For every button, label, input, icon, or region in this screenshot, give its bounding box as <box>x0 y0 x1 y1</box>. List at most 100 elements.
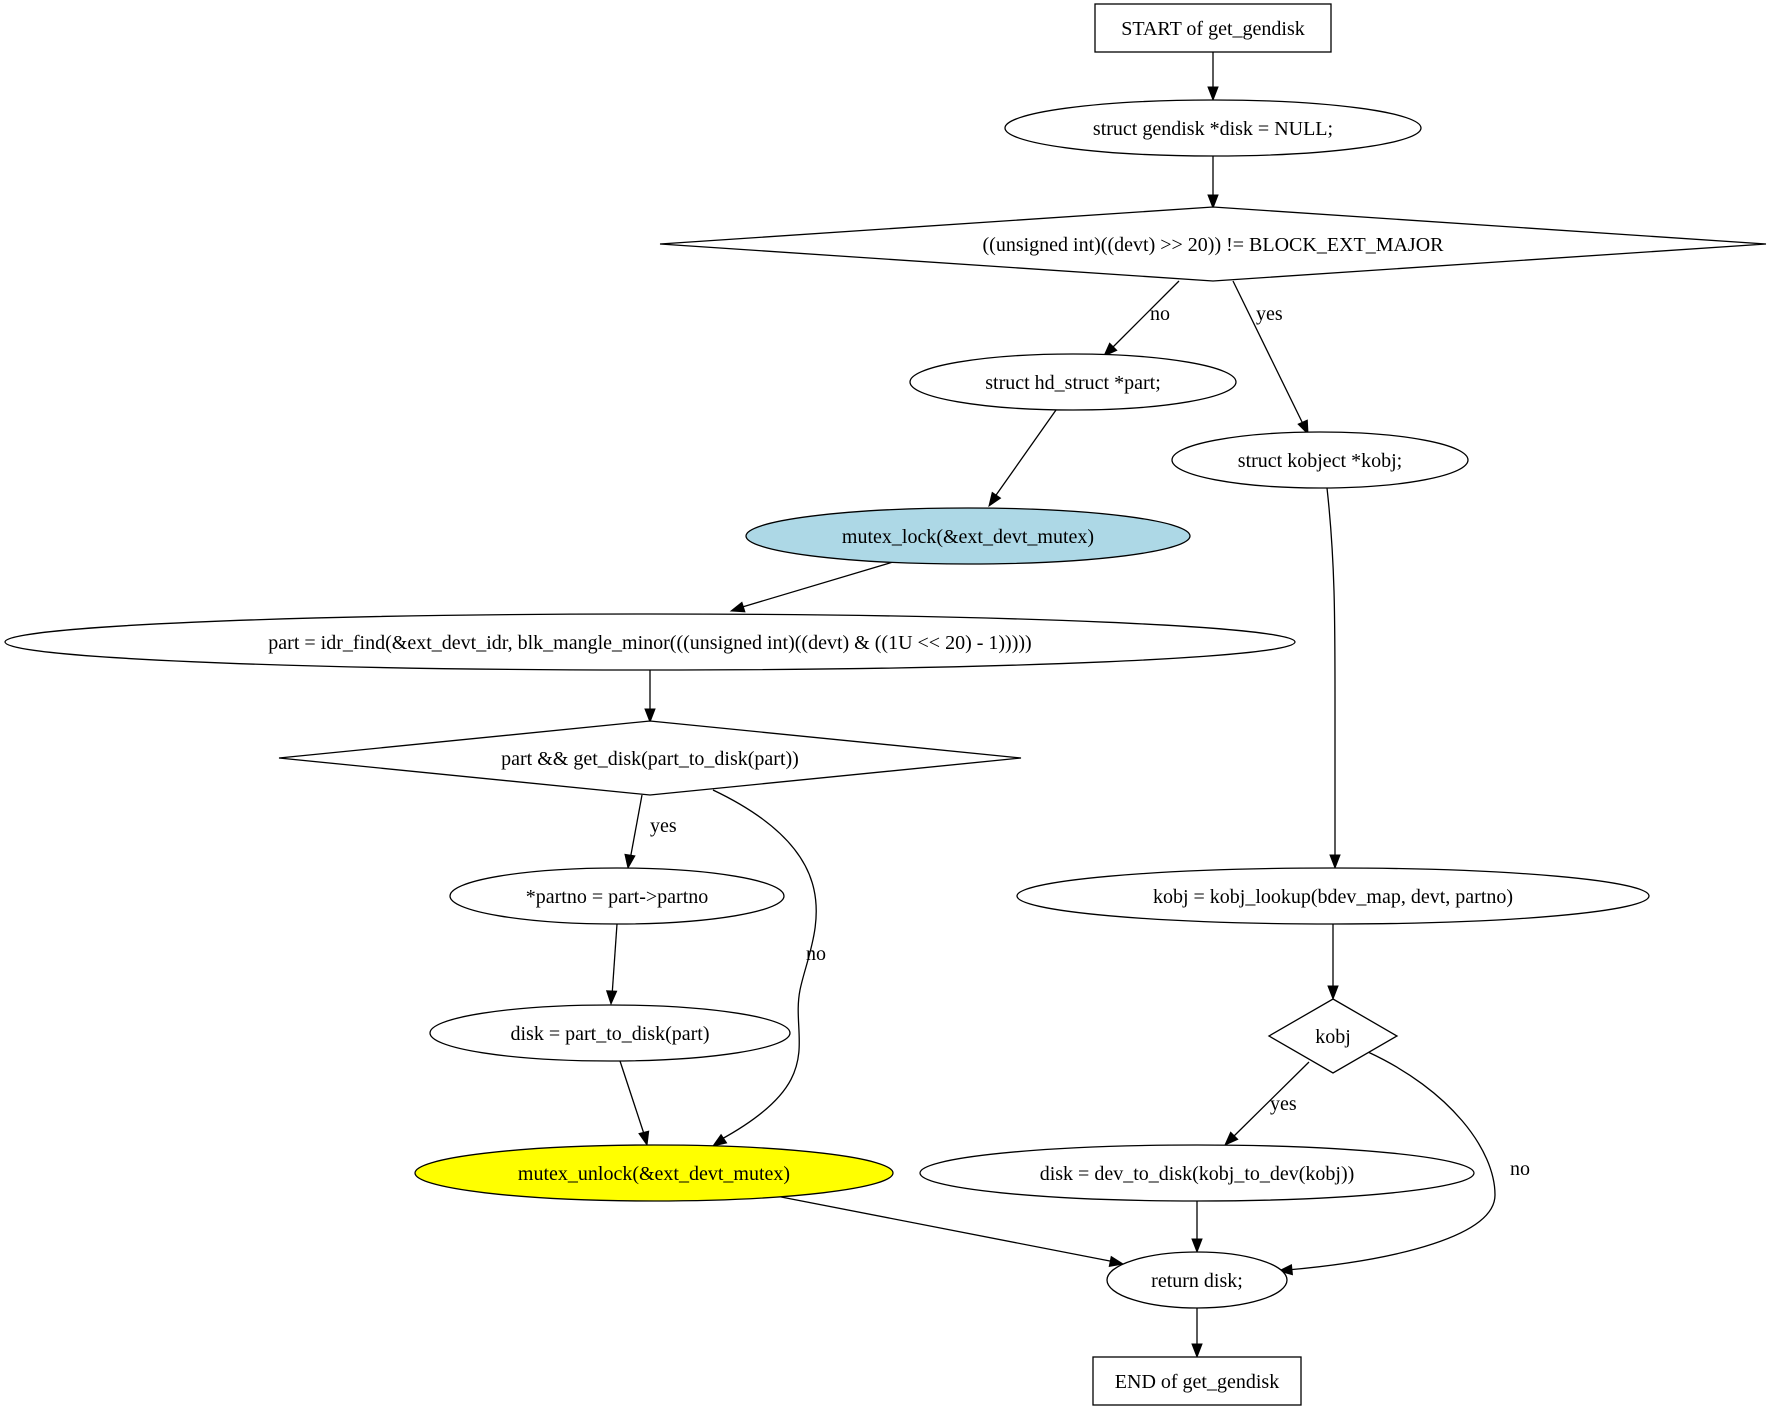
edge-label-yes: yes <box>1256 303 1283 325</box>
edge-cond_part-to-mutex_unlock: no <box>711 789 826 1147</box>
edge-cond_major-to-decl_part: no <box>1103 280 1180 357</box>
ellipse-shape <box>1016 867 1650 925</box>
node-disk-init: struct gendisk *disk = NULL; <box>1004 99 1422 157</box>
node-label: kobj <box>1315 1026 1351 1048</box>
diamond-shape <box>1267 998 1399 1074</box>
arrowhead <box>1297 419 1309 436</box>
node-cond-kobj: kobj <box>1267 998 1399 1074</box>
ellipse-shape <box>919 1144 1475 1202</box>
node-label: mutex_lock(&ext_devt_mutex) <box>842 526 1094 548</box>
edge-return_disk-to-end <box>1191 1308 1203 1359</box>
arrowhead <box>1207 194 1219 210</box>
ellipse-shape <box>414 1144 894 1202</box>
edge-line <box>1232 280 1305 427</box>
arrowhead <box>1327 985 1339 1001</box>
node-label: struct hd_struct *part; <box>985 372 1161 394</box>
node-end: END of get_gendisk <box>1092 1356 1302 1406</box>
ellipse-shape <box>1106 1251 1288 1309</box>
node-start: START of get_gendisk <box>1094 3 1332 53</box>
ellipse-shape <box>449 867 785 925</box>
edge-line <box>738 561 894 609</box>
edge-label-no: no <box>1510 1158 1530 1180</box>
edge-line <box>1286 1051 1496 1271</box>
node-kobj-lookup: kobj = kobj_lookup(bdev_map, devt, partn… <box>1016 867 1650 925</box>
arrowhead <box>711 1133 728 1147</box>
node-decl-kobj: struct kobject *kobj; <box>1171 431 1469 489</box>
ellipse-shape <box>745 507 1191 565</box>
arrowhead <box>1207 86 1219 102</box>
arrowhead <box>988 491 1002 508</box>
node-disk-dev: disk = dev_to_disk(kobj_to_dev(kobj)) <box>919 1144 1475 1202</box>
edge-cond_kobj-to-disk_dev: yes <box>1224 1061 1310 1146</box>
node-label: kobj = kobj_lookup(bdev_map, devt, partn… <box>1153 886 1513 908</box>
node-decl-part: struct hd_struct *part; <box>909 353 1237 411</box>
arrowhead <box>1108 1255 1125 1267</box>
node-label: part = idr_find(&ext_devt_idr, blk_mangl… <box>268 632 1031 654</box>
edge-cond_part-to-partno: yes <box>624 794 677 870</box>
edge-label-no: no <box>806 943 826 965</box>
edge-line <box>1326 487 1336 860</box>
edge-label-yes: yes <box>1270 1093 1297 1115</box>
diamond-shape <box>659 206 1767 282</box>
ellipse-shape <box>909 353 1237 411</box>
arrowhead <box>1329 854 1341 870</box>
node-label: disk = part_to_disk(part) <box>510 1023 709 1045</box>
edge-idr_find-to-cond_part <box>644 670 656 724</box>
node-label: START of get_gendisk <box>1121 18 1305 40</box>
edge-disk_part-to-mutex_unlock <box>619 1060 650 1147</box>
node-mutex-lock: mutex_lock(&ext_devt_mutex) <box>745 507 1191 565</box>
node-cond-major: ((unsigned int)((devt) >> 20)) != BLOCK_… <box>659 206 1767 282</box>
edge-decl_kobj-to-kobj_lookup <box>1326 487 1341 870</box>
edge-cond_major-to-decl_kobj: yes <box>1232 280 1309 436</box>
node-label: struct kobject *kobj; <box>1238 450 1402 472</box>
arrowhead <box>1224 1131 1239 1146</box>
edge-cond_kobj-to-return_disk: no <box>1277 1051 1530 1276</box>
node-disk-part: disk = part_to_disk(part) <box>429 1004 791 1062</box>
edge-kobj_lookup-to-cond_kobj <box>1327 924 1339 1001</box>
arrowhead <box>624 853 636 870</box>
ellipse-shape <box>429 1004 791 1062</box>
edge-disk_dev-to-return_disk <box>1191 1201 1203 1254</box>
node-label: *partno = part->partno <box>526 886 709 908</box>
edge-label-yes: yes <box>650 815 677 837</box>
arrowhead <box>605 990 618 1006</box>
arrowhead <box>1191 1343 1203 1359</box>
ellipse-shape <box>1171 431 1469 489</box>
edge-line <box>993 409 1057 499</box>
edge-line <box>619 1060 646 1138</box>
arrowhead <box>638 1130 650 1147</box>
node-idr-find: part = idr_find(&ext_devt_idr, blk_mangl… <box>4 613 1296 671</box>
edge-line <box>775 1195 1116 1263</box>
edge-decl_part-to-mutex_lock <box>988 409 1057 508</box>
node-label: part && get_disk(part_to_disk(part)) <box>501 748 799 770</box>
arrowhead <box>729 601 746 613</box>
ellipse-shape <box>1004 99 1422 157</box>
edge-disk_init-to-cond_major <box>1207 156 1219 210</box>
diamond-shape <box>278 720 1022 796</box>
node-label: return disk; <box>1151 1270 1243 1292</box>
edge-line <box>712 789 817 1141</box>
ellipse-shape <box>4 613 1296 671</box>
node-label: disk = dev_to_disk(kobj_to_dev(kobj)) <box>1040 1163 1355 1185</box>
box-shape <box>1092 1356 1302 1406</box>
node-label: END of get_gendisk <box>1115 1371 1279 1393</box>
node-mutex-unlock: mutex_unlock(&ext_devt_mutex) <box>414 1144 894 1202</box>
edge-label-no: no <box>1150 303 1170 325</box>
edge-mutex_lock-to-idr_find <box>729 561 894 613</box>
arrowhead <box>1191 1238 1203 1254</box>
arrowhead <box>644 708 656 724</box>
edge-line <box>629 794 643 861</box>
node-partno: *partno = part->partno <box>449 867 785 925</box>
node-label: mutex_unlock(&ext_devt_mutex) <box>518 1163 790 1185</box>
node-label: struct gendisk *disk = NULL; <box>1093 118 1333 140</box>
box-shape <box>1094 3 1332 53</box>
edge-line <box>611 923 618 997</box>
node-label: ((unsigned int)((devt) >> 20)) != BLOCK_… <box>983 234 1445 256</box>
edge-mutex_unlock-to-return_disk <box>775 1195 1125 1267</box>
edge-start-to-disk_init <box>1207 52 1219 102</box>
node-return-disk: return disk; <box>1106 1251 1288 1309</box>
arrowhead <box>1103 342 1118 357</box>
edge-line <box>1111 280 1180 349</box>
edge-line <box>1231 1061 1310 1139</box>
